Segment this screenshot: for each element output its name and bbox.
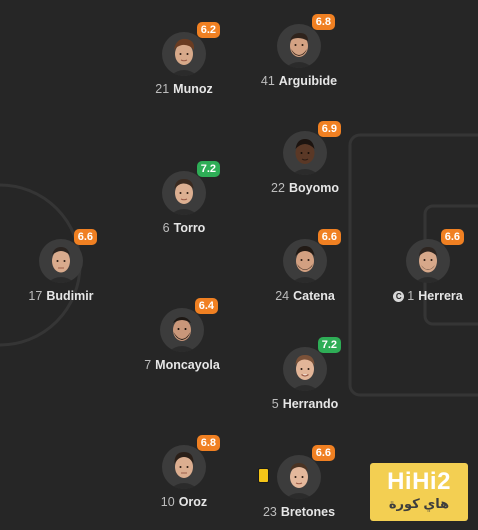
shirt-number: 17	[28, 289, 43, 303]
player-name: Catena	[293, 289, 335, 303]
player-name: Oroz	[178, 495, 208, 509]
player-name: Budimir	[46, 289, 94, 303]
player-name: Bretones	[280, 505, 336, 519]
rating-badge: 6.6	[311, 445, 335, 461]
rating-badge: 6.6	[73, 229, 97, 245]
shirt-number: 7	[144, 358, 152, 372]
player-photo	[283, 347, 327, 391]
player-name: Boyomo	[288, 181, 339, 195]
rating-badge: 6.2	[196, 22, 220, 38]
rating-badge: 6.8	[311, 14, 335, 30]
rating-badge: 6.4	[194, 298, 218, 314]
player-name: Torro	[173, 221, 206, 235]
shirt-number: 5	[271, 397, 279, 411]
rating-badge: 6.6	[440, 229, 464, 245]
player-photo	[162, 171, 206, 215]
watermark-logo: HiHi2	[387, 468, 451, 495]
player-photo	[162, 32, 206, 76]
player-photo	[162, 445, 206, 489]
shirt-number: 41	[260, 74, 275, 88]
shirt-number: 10	[160, 495, 175, 509]
player-name: Herrera	[418, 289, 463, 303]
rating-badge: 7.2	[317, 337, 341, 353]
player-name: Arguibide	[278, 74, 338, 88]
rating-badge: 6.9	[317, 121, 341, 137]
shirt-number: 6	[162, 221, 170, 235]
player-photo	[283, 131, 327, 175]
shirt-number: 23	[262, 505, 277, 519]
rating-badge: 7.2	[196, 161, 220, 177]
player-name: Moncayola	[155, 358, 220, 372]
player-name: Herrando	[282, 397, 339, 411]
player-photo	[277, 24, 321, 68]
player-name: Munoz	[173, 82, 213, 96]
player-photo	[160, 308, 204, 352]
rating-badge: 6.6	[317, 229, 341, 245]
player-photo	[39, 239, 83, 283]
player-photo	[406, 239, 450, 283]
player-photo	[283, 239, 327, 283]
yellow-card-icon	[258, 468, 269, 483]
shirt-number: 22	[271, 181, 285, 195]
watermark-subtitle: هاي كورة	[388, 496, 450, 511]
rating-badge: 6.8	[196, 435, 220, 451]
player-photo	[277, 455, 321, 499]
shirt-number: 21	[155, 82, 170, 96]
hihi2-watermark: HiHi2 هاي كورة	[370, 463, 468, 521]
shirt-number: 1	[407, 289, 415, 303]
captain-icon: C	[393, 291, 405, 302]
shirt-number: 24	[275, 289, 290, 303]
